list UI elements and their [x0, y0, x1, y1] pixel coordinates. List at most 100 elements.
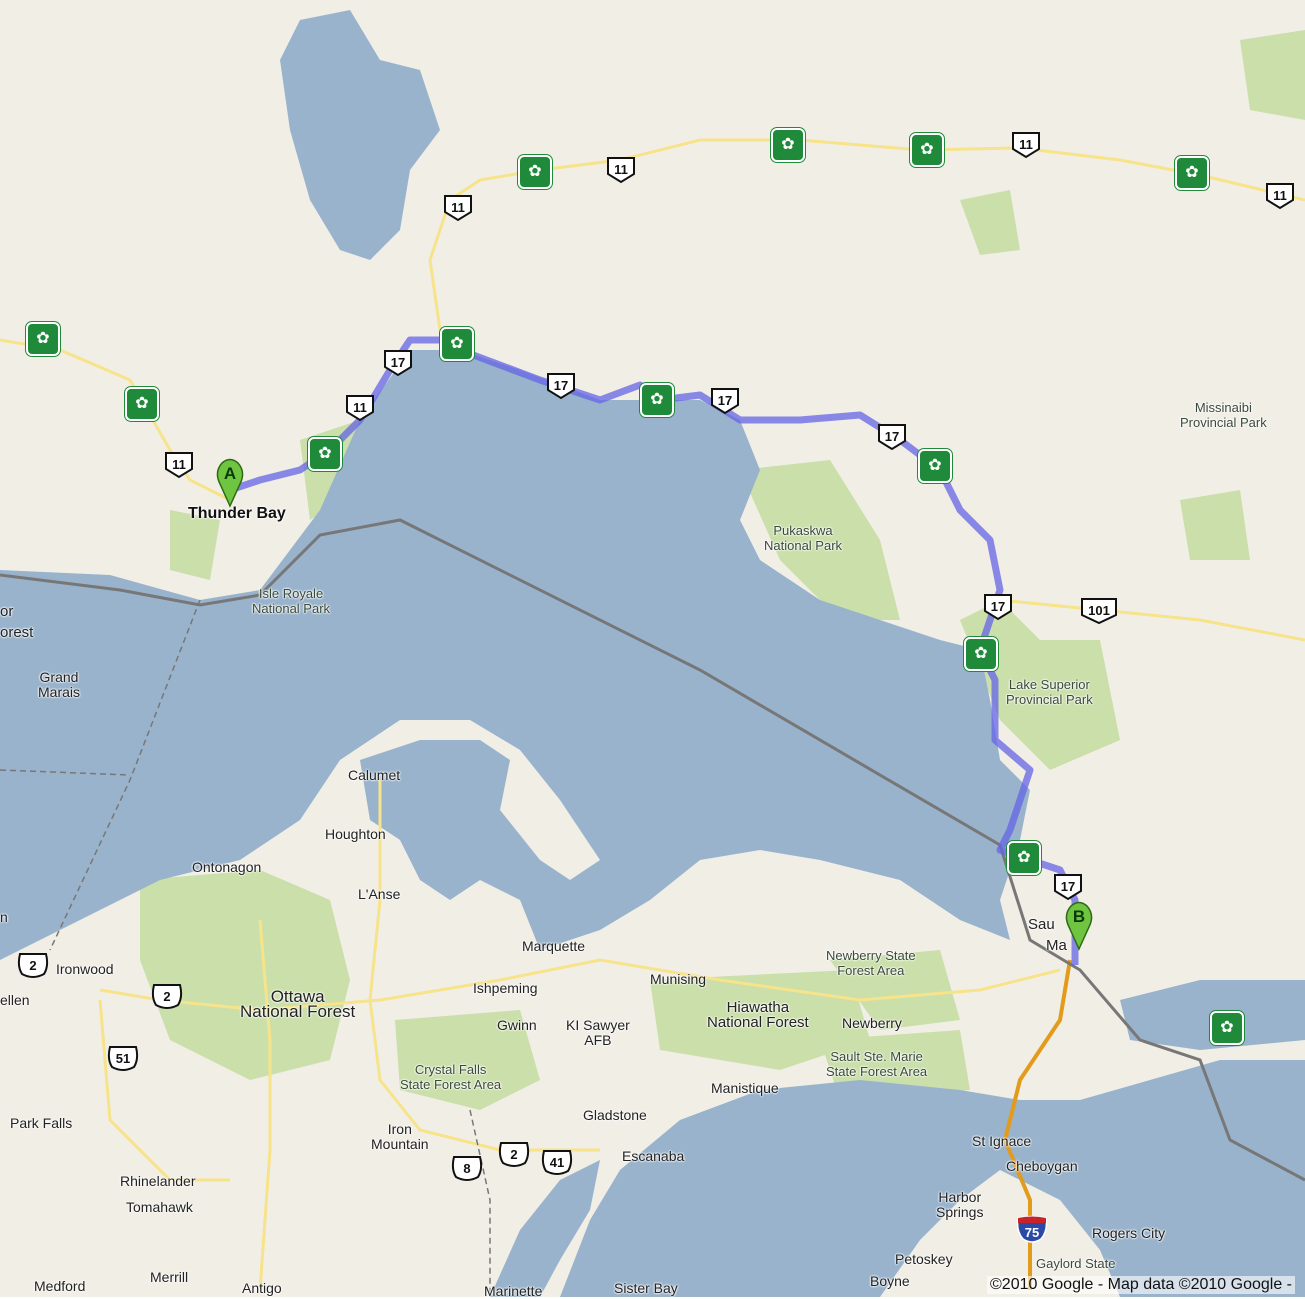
- highway-17-shield: 17: [1053, 873, 1083, 901]
- shield-icon: [165, 452, 193, 479]
- shield-icon: [107, 1046, 139, 1071]
- highway-11-shield: 11: [606, 156, 636, 184]
- marker-b[interactable]: B: [1063, 901, 1095, 951]
- label-sault-ste-marie-sf: Sault Ste. Marie State Forest Area: [826, 1049, 928, 1079]
- label-ishpeming: Ishpeming: [473, 980, 538, 996]
- label-ontonagon: Ontonagon: [192, 859, 262, 875]
- shield-icon: [1081, 598, 1117, 625]
- us-41-shield: 41: [540, 1149, 574, 1177]
- label-gaylord: Gaylord State: [1036, 1256, 1116, 1271]
- maple-leaf-icon: ✿: [26, 322, 60, 356]
- label-n: n: [0, 909, 8, 925]
- label-marinette: Marinette: [484, 1283, 543, 1299]
- shield-icon: [541, 1150, 573, 1175]
- label-rogers-city: Rogers City: [1092, 1225, 1166, 1241]
- state-border-dashed-3: [469, 1109, 491, 1297]
- us-2-shield: 2: [497, 1141, 531, 1169]
- label-marquette: Marquette: [522, 938, 586, 954]
- shield-icon: [17, 953, 49, 978]
- highway-17-shield: 17: [877, 423, 907, 451]
- label-sister-bay: Sister Bay: [614, 1280, 678, 1296]
- shield-icon: [1012, 132, 1040, 159]
- highway-17-shield: 17: [710, 387, 740, 415]
- label-lanse: L'Anse: [358, 886, 401, 902]
- label-houghton: Houghton: [325, 826, 386, 842]
- international-border: [0, 518, 1305, 1182]
- label-pukaskwa: Pukaskwa National Park: [764, 523, 843, 553]
- us-8-shield: 8: [450, 1155, 484, 1183]
- label-manistique: Manistique: [711, 1080, 779, 1096]
- shield-icon: [346, 395, 374, 422]
- label-grand-marais: Grand Marais: [38, 669, 81, 700]
- label-lake-superior-pp: Lake Superior Provincial Park: [1006, 677, 1093, 707]
- shield-icon: [1016, 1215, 1048, 1243]
- marker-a[interactable]: A: [214, 458, 246, 508]
- maple-leaf-icon: ✿: [1175, 156, 1209, 190]
- label-ellen: ellen: [0, 992, 30, 1008]
- maple-leaf-icon: ✿: [918, 449, 952, 483]
- label-harbor-springs: Harbor Springs: [936, 1189, 984, 1220]
- label-ottawa: Ottawa National Forest: [240, 987, 356, 1021]
- maple-leaf-icon: ✿: [1210, 1011, 1244, 1045]
- highway-11-shield: 11: [345, 394, 375, 422]
- label-cheboygan: Cheboygan: [1006, 1158, 1078, 1174]
- highway-17-shield: 17: [383, 349, 413, 377]
- label-st-ignace: St Ignace: [972, 1133, 1032, 1149]
- label-ironwood: Ironwood: [56, 961, 114, 977]
- label-crystal-falls: Crystal Falls State Forest Area: [400, 1062, 502, 1092]
- label-escanaba: Escanaba: [622, 1148, 685, 1164]
- highway-17-shield: 17: [983, 593, 1013, 621]
- highway-11-shield: 11: [1011, 131, 1041, 159]
- label-calumet: Calumet: [348, 767, 401, 783]
- label-newberry-sf: Newberry State Forest Area: [826, 948, 916, 978]
- shield-icon: [151, 984, 183, 1009]
- shield-icon: [547, 373, 575, 400]
- maple-leaf-icon: ✿: [1007, 841, 1041, 875]
- shield-icon: [451, 1156, 483, 1181]
- label-iron-mountain: Iron Mountain: [371, 1121, 429, 1152]
- highway-17-shield: 17: [546, 372, 576, 400]
- maple-leaf-icon: ✿: [125, 387, 159, 421]
- label-newberry: Newberry: [842, 1015, 902, 1031]
- copyright-text: ©2010 Google - Map data ©2010 Google -: [987, 1276, 1295, 1294]
- maple-leaf-icon: ✿: [771, 128, 805, 162]
- us-2-shield: 2: [16, 952, 50, 980]
- state-border-dashed: [49, 599, 201, 951]
- label-petoskey: Petoskey: [895, 1251, 953, 1267]
- maple-leaf-icon: ✿: [308, 437, 342, 471]
- label-thunder-bay: Thunder Bay: [188, 505, 286, 522]
- highway-11-shield: 11: [443, 194, 473, 222]
- maple-leaf-icon: ✿: [640, 383, 674, 417]
- label-park-falls: Park Falls: [10, 1115, 73, 1131]
- shield-icon: [607, 157, 635, 184]
- lake-michigan-huron: [560, 1060, 1305, 1297]
- shield-icon: [444, 195, 472, 222]
- us-51-shield: 51: [106, 1045, 140, 1073]
- label-ma: Ma: [1046, 937, 1067, 954]
- label-merrill: Merrill: [150, 1269, 189, 1285]
- label-missinaibi: Missinaibi Provincial Park: [1180, 400, 1267, 430]
- shield-icon: [498, 1142, 530, 1167]
- map-pin-icon: [216, 458, 244, 508]
- lake-nipigon: [280, 10, 440, 260]
- highway-101-shield: 101: [1080, 597, 1118, 625]
- highway-11-shield: 11: [1265, 182, 1295, 210]
- label-hiawatha: Hiawatha National Forest: [707, 999, 809, 1031]
- shield-icon: [1054, 874, 1082, 901]
- label-or: or: [0, 603, 14, 620]
- maple-leaf-icon: ✿: [440, 327, 474, 361]
- shield-icon: [984, 594, 1012, 621]
- interstate-75-road: [1002, 959, 1072, 1290]
- label-isle-royale: Isle Royale National Park: [252, 586, 331, 616]
- shield-icon: [878, 424, 906, 451]
- interstate-75-shield: 75: [1015, 1215, 1049, 1243]
- label-gwinn: Gwinn: [497, 1017, 537, 1033]
- label-tomahawk: Tomahawk: [126, 1199, 193, 1215]
- us-2-shield: 2: [150, 983, 184, 1011]
- label-rhinelander: Rhinelander: [120, 1173, 196, 1189]
- shield-icon: [384, 350, 412, 377]
- label-munising: Munising: [650, 971, 707, 987]
- label-antigo: Antigo: [242, 1280, 282, 1296]
